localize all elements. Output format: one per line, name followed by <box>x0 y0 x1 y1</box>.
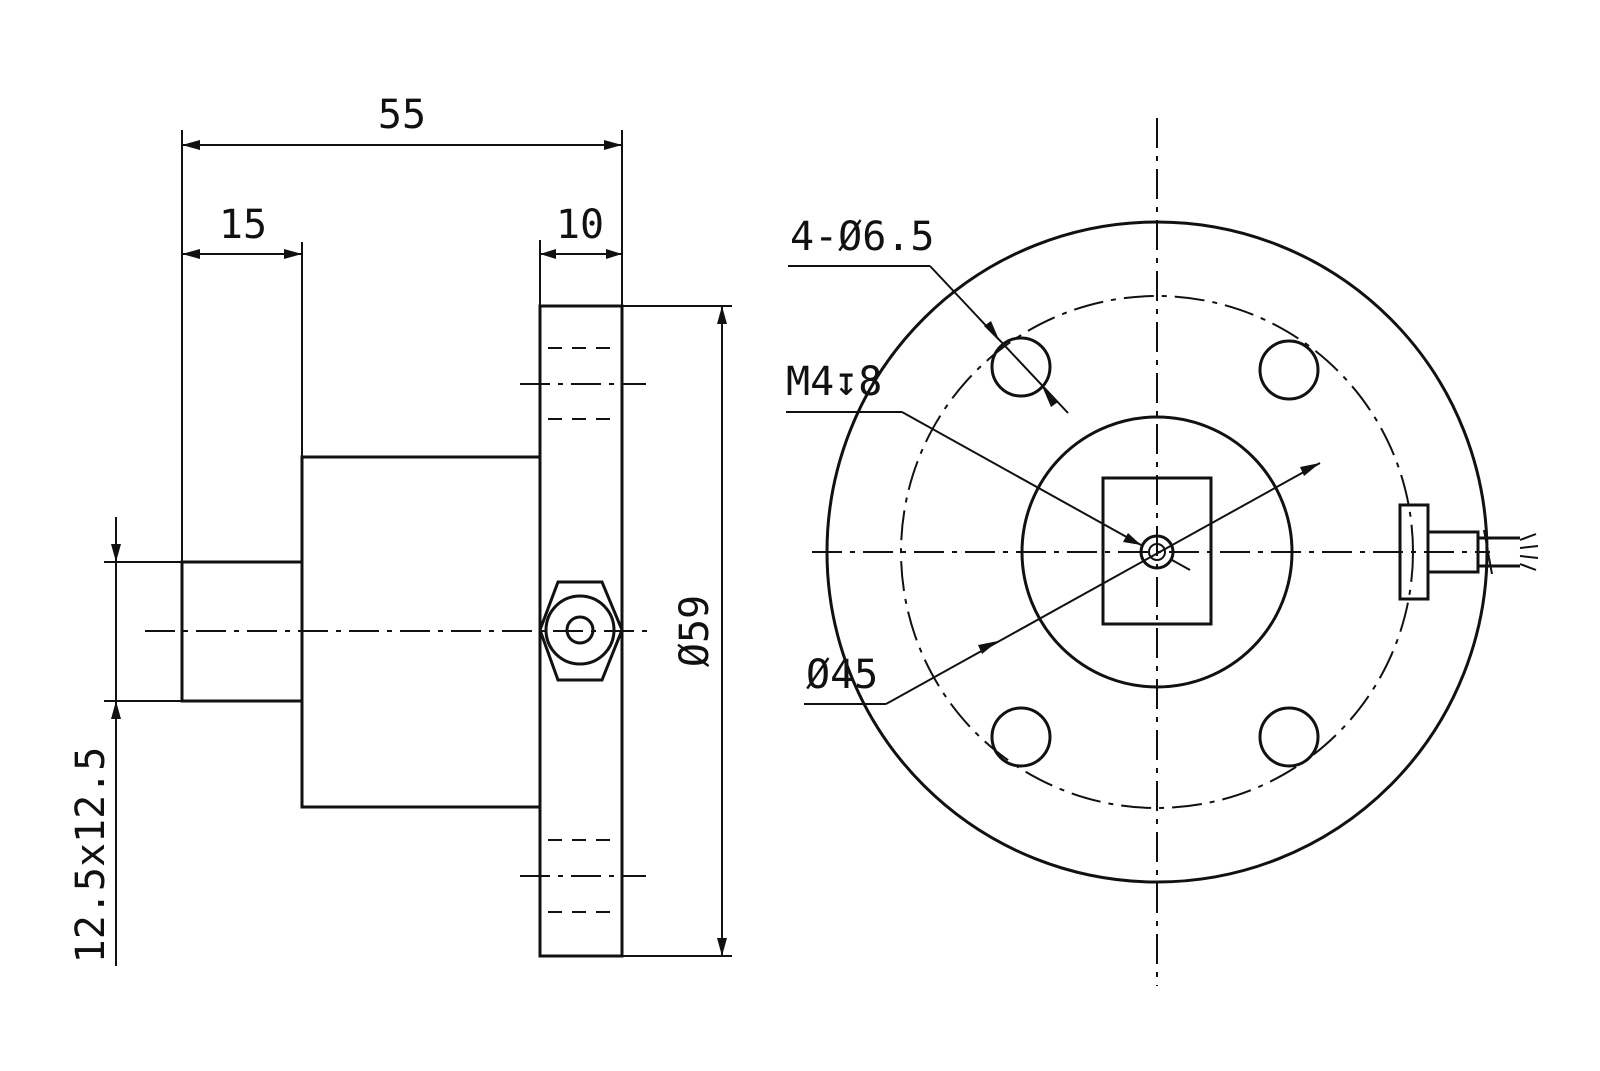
label-bolt-holes: 4-Ø6.5 <box>790 214 935 260</box>
cable-wire-3 <box>1519 555 1539 559</box>
arrow-55-left <box>182 140 200 150</box>
side-view: 55 15 10 Ø59 12.5x12.5 <box>68 92 732 966</box>
label-thread: M4↧8 <box>786 359 882 405</box>
arrow-thread <box>1123 533 1141 545</box>
dim-tip-length: 15 <box>219 202 267 248</box>
cable-break-line <box>1483 529 1493 575</box>
dim-square-tip: 12.5x12.5 <box>68 747 114 964</box>
leader-bolt-holes <box>929 265 1069 414</box>
leader-thread <box>901 411 1142 546</box>
arrow-55-right <box>604 140 622 150</box>
arrow-10-right <box>606 249 622 259</box>
arrow-bolt-circle-low <box>978 641 998 654</box>
arrow-59-top <box>717 306 727 324</box>
bolt-hole-top-left <box>990 336 1052 398</box>
arrow-59-bottom <box>717 938 727 956</box>
dim-overall-length: 55 <box>378 92 426 138</box>
thread-dim-tick <box>1171 559 1191 571</box>
arrow-bolt-holes-a <box>984 321 1000 342</box>
arrow-bolt-holes-b <box>1042 386 1058 407</box>
leader-bolt-circle <box>885 462 1321 705</box>
arrow-15-left <box>182 249 200 259</box>
dim-flange-diameter: Ø59 <box>672 595 718 667</box>
bolt-hole-top-right <box>1258 339 1320 401</box>
front-view: 4-Ø6.5 M4↧8 Ø45 <box>786 118 1539 986</box>
bolt-hole-bottom-left <box>990 706 1052 768</box>
cable-wire-1 <box>1519 533 1537 541</box>
cable-wire-4 <box>1519 563 1537 571</box>
arrow-15-right <box>284 249 302 259</box>
label-bolt-circle: Ø45 <box>806 652 878 698</box>
arrow-tip-bottom <box>111 701 121 719</box>
arrow-10-left <box>540 249 556 259</box>
cable-wire-2 <box>1519 545 1539 549</box>
arrow-tip-top <box>111 544 121 562</box>
bolt-hole-bottom-right <box>1258 706 1320 768</box>
arrow-bolt-circle-high <box>1300 463 1320 476</box>
cable-sleeve <box>1426 530 1480 574</box>
dim-flange-thickness: 10 <box>556 202 604 248</box>
